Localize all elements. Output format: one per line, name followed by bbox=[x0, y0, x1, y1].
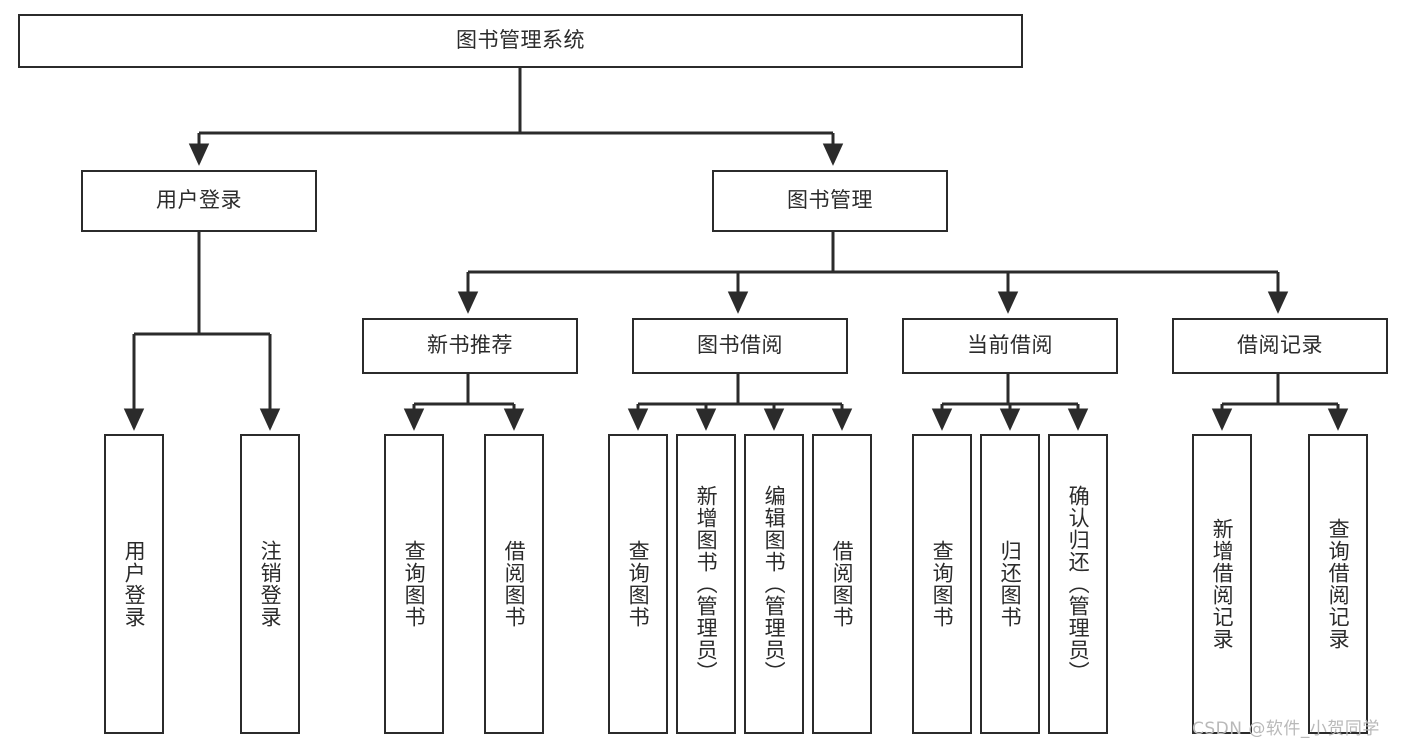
node-label: 确认归还（管理员） bbox=[1066, 485, 1091, 683]
node-label: 当前借阅 bbox=[967, 333, 1053, 358]
node-root-book-management-system[interactable]: 图书管理系统 bbox=[18, 14, 1023, 68]
node-label: 图书管理 bbox=[787, 188, 873, 213]
node-label: 新增图书（管理员） bbox=[694, 485, 719, 683]
node-current-borrowing[interactable]: 当前借阅 bbox=[902, 318, 1118, 374]
node-label: 用户登录 bbox=[122, 540, 147, 628]
node-label: 编辑图书（管理员） bbox=[762, 485, 787, 683]
node-label: 借阅图书 bbox=[502, 540, 527, 628]
leaf-confirm-return-admin[interactable]: 确认归还（管理员） bbox=[1048, 434, 1108, 734]
node-label: 查询借阅记录 bbox=[1326, 518, 1351, 650]
node-label: 归还图书 bbox=[998, 540, 1023, 628]
leaf-query-book-current[interactable]: 查询图书 bbox=[912, 434, 972, 734]
node-label: 借阅记录 bbox=[1237, 333, 1323, 358]
node-label: 用户登录 bbox=[156, 188, 242, 213]
node-label: 新书推荐 bbox=[427, 333, 513, 358]
leaf-query-book-newbook[interactable]: 查询图书 bbox=[384, 434, 444, 734]
leaf-edit-book-admin[interactable]: 编辑图书（管理员） bbox=[744, 434, 804, 734]
leaf-borrow-book[interactable]: 借阅图书 bbox=[812, 434, 872, 734]
node-book-borrowing[interactable]: 图书借阅 bbox=[632, 318, 848, 374]
node-label: 查询图书 bbox=[930, 540, 955, 628]
node-label: 图书管理系统 bbox=[456, 28, 585, 53]
node-book-management[interactable]: 图书管理 bbox=[712, 170, 948, 232]
node-label: 查询图书 bbox=[402, 540, 427, 628]
leaf-user-login[interactable]: 用户登录 bbox=[104, 434, 164, 734]
leaf-return-book[interactable]: 归还图书 bbox=[980, 434, 1040, 734]
node-label: 新增借阅记录 bbox=[1210, 518, 1235, 650]
leaf-add-borrow-record[interactable]: 新增借阅记录 bbox=[1192, 434, 1252, 734]
node-new-book-recommendation[interactable]: 新书推荐 bbox=[362, 318, 578, 374]
node-label: 借阅图书 bbox=[830, 540, 855, 628]
leaf-query-borrow-record[interactable]: 查询借阅记录 bbox=[1308, 434, 1368, 734]
leaf-add-book-admin[interactable]: 新增图书（管理员） bbox=[676, 434, 736, 734]
node-user-login[interactable]: 用户登录 bbox=[81, 170, 317, 232]
leaf-borrow-book-newbook[interactable]: 借阅图书 bbox=[484, 434, 544, 734]
leaf-user-logout[interactable]: 注销登录 bbox=[240, 434, 300, 734]
node-label: 查询图书 bbox=[626, 540, 651, 628]
csdn-watermark: CSDN @软件_小贺同学 bbox=[1192, 719, 1380, 739]
node-label: 图书借阅 bbox=[697, 333, 783, 358]
node-label: 注销登录 bbox=[258, 540, 283, 628]
leaf-query-book-borrow[interactable]: 查询图书 bbox=[608, 434, 668, 734]
node-borrowing-record[interactable]: 借阅记录 bbox=[1172, 318, 1388, 374]
